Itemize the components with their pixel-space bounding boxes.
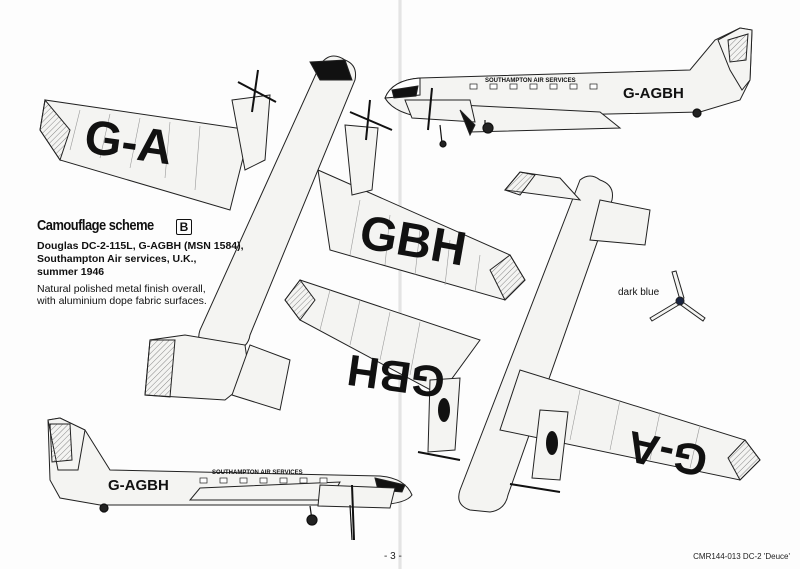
description-line-5: with aluminium dope fabric surfaces. (37, 295, 207, 307)
page-fold (398, 0, 402, 569)
description-line-1: Douglas DC-2-115L, G-AGBH (MSN 1584), (37, 240, 244, 252)
side-view-upper (384, 27, 753, 148)
underside-view (284, 171, 761, 513)
side-upper-airline-name: SOUTHAMPTON AIR SERVICES (485, 78, 576, 84)
scheme-letter-badge: B (176, 219, 192, 235)
description-line-4: Natural polished metal finish overall, (37, 283, 206, 295)
propeller-color-note: dark blue (618, 287, 660, 298)
under-fuselage (458, 175, 613, 513)
wing-top-right-letters: GBH (356, 206, 470, 277)
side-view-lower (47, 417, 413, 541)
catalog-reference: CMR144-013 DC-2 'Deuce' (693, 552, 790, 561)
description-line-2: Southampton Air services, U.K., (37, 253, 197, 265)
wing-top-left-letters: G-A (81, 111, 176, 176)
top-view (39, 55, 526, 411)
description-line-3: summer 1946 (37, 266, 105, 278)
side-lower-airline-name: SOUTHAMPTON AIR SERVICES (212, 470, 303, 476)
scheme-title: Camouflage scheme (37, 217, 154, 234)
side-lower-registration: G-AGBH (108, 477, 169, 494)
page-number: - 3 - (384, 551, 402, 562)
top-left-nacelle (231, 94, 271, 171)
side-upper-registration: G-AGBH (623, 85, 684, 102)
propeller-detail (649, 270, 706, 322)
